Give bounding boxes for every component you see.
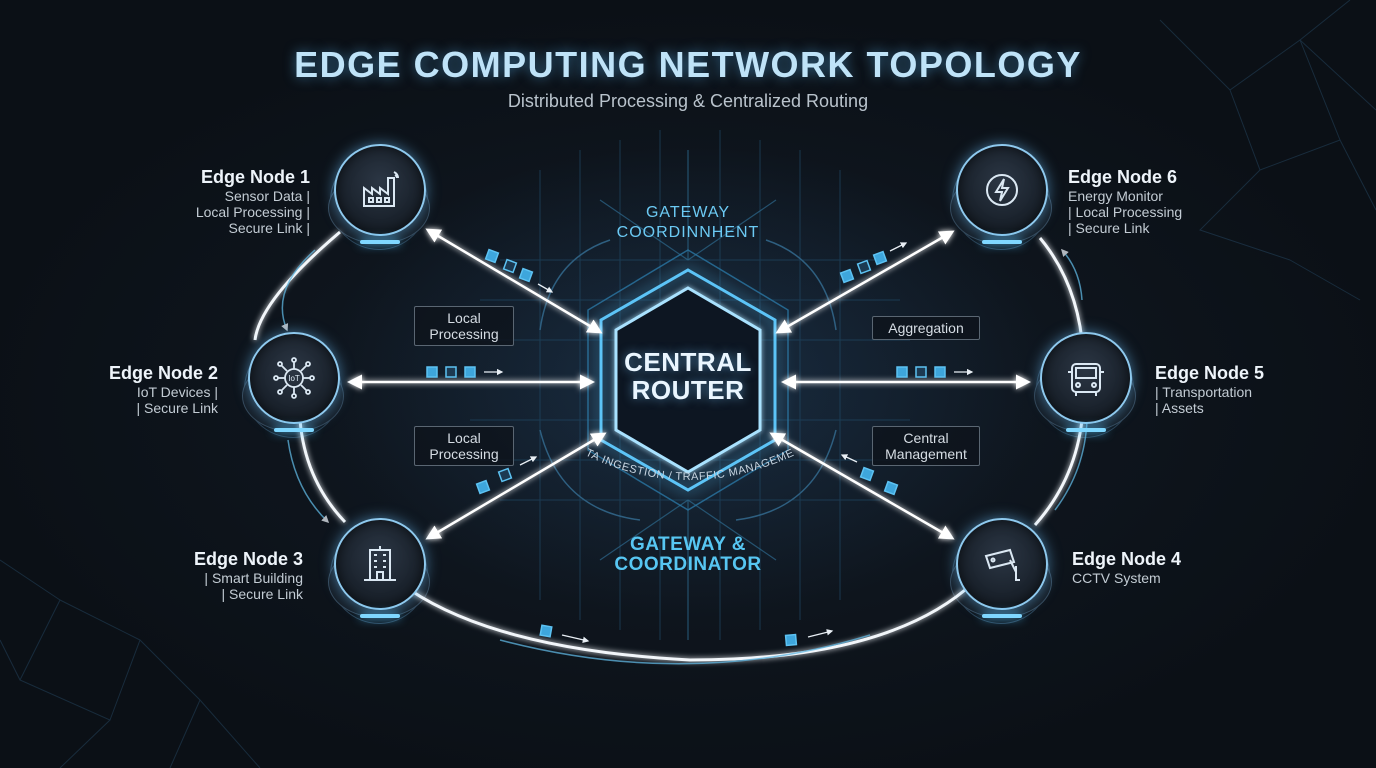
vehicle-icon — [1068, 363, 1104, 396]
outer-ring — [253, 230, 1084, 662]
cctv-camera-icon — [984, 548, 1020, 581]
edge-node-1-label: Edge Node 1 Sensor Data | Local Processi… — [195, 167, 310, 236]
page-subtitle: Distributed Processing & Centralized Rou… — [507, 91, 869, 111]
iot-hub-icon: IoT — [273, 357, 315, 399]
building-icon — [364, 546, 396, 581]
gateway-coordinator-bottom-label: GATEWAY &COORDINATOR — [614, 534, 762, 575]
packet-arrows — [484, 242, 974, 643]
edge-node-3[interactable] — [328, 518, 430, 624]
edge-node-4-label: Edge Node 4 CCTV System — [1072, 549, 1182, 586]
link-node6-router — [775, 230, 955, 334]
connection-arrows — [347, 228, 1031, 540]
edge-node-5[interactable] — [1034, 332, 1136, 438]
link-node3-router — [425, 432, 607, 540]
data-packets — [426, 248, 946, 647]
page-title: EDGE COMPUTING NETWORK TOPOLOGY — [294, 44, 1082, 85]
edge-node-5-label: Edge Node 5 | Transportation | Assets — [1155, 363, 1265, 416]
link-node4-router — [769, 432, 955, 540]
iot-icon-text: IoT — [288, 374, 300, 383]
link-node1-router — [425, 228, 603, 334]
edge-node-6[interactable] — [950, 144, 1052, 250]
edge-node-1[interactable] — [328, 144, 430, 250]
factory-icon — [363, 171, 399, 207]
edge-node-3-label: Edge Node 3 | Smart Building | Secure Li… — [193, 549, 303, 602]
edge-node-4[interactable] — [950, 518, 1052, 624]
aggregation-box: Aggregation — [872, 316, 980, 340]
edge-node-2[interactable]: IoT — [242, 332, 344, 438]
energy-bolt-icon — [986, 174, 1018, 206]
edge-node-2-label: Edge Node 2 IoT Devices | | Secure Link — [108, 363, 218, 416]
edge-node-6-label: Edge Node 6 Energy Monitor | Local Proce… — [1068, 167, 1183, 236]
